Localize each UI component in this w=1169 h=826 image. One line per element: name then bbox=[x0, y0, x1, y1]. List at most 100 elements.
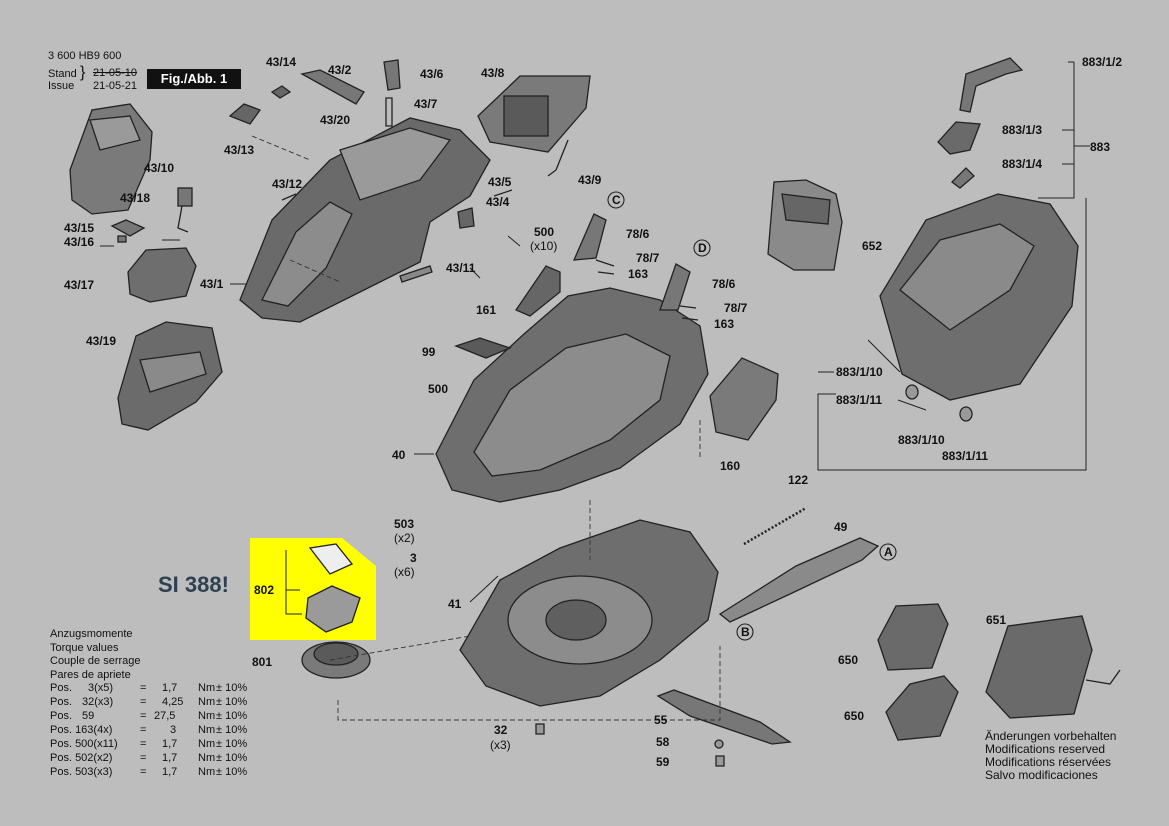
torque-row: Pos. 3(x5) = 1,7 Nm ± 10% bbox=[50, 682, 248, 695]
part-883-1-3-shape bbox=[937, 121, 981, 155]
label-883: 883 bbox=[1090, 140, 1110, 154]
label-43-15: 43/15 bbox=[64, 221, 94, 235]
part-43-9-shape bbox=[547, 139, 569, 177]
part-43-17-shape bbox=[127, 247, 197, 303]
part-802-board-shape bbox=[305, 585, 361, 633]
label-883-1-4: 883/1/4 bbox=[1002, 157, 1042, 171]
torque-heading-de: Anzugsmomente bbox=[50, 628, 133, 640]
label-801: 801 bbox=[252, 655, 272, 669]
label-59: 59 bbox=[656, 755, 670, 769]
label-43-5: 43/5 bbox=[488, 175, 512, 189]
part-43-6-shape bbox=[383, 59, 401, 91]
part-122-shape bbox=[743, 506, 807, 546]
label-652: 652 bbox=[862, 239, 882, 253]
label-41: 41 bbox=[448, 597, 462, 611]
label-650-b: 650 bbox=[844, 709, 864, 723]
label-651: 651 bbox=[986, 613, 1006, 627]
label-43-16: 43/16 bbox=[64, 235, 94, 249]
label-500-a: 500 bbox=[534, 225, 554, 239]
issue-date: 21-05-21 bbox=[93, 80, 138, 92]
part-883-1-2-shape bbox=[959, 57, 1024, 113]
stand-date: 21-05-10 bbox=[93, 67, 138, 79]
part-883-1-11-b-shape bbox=[959, 406, 973, 422]
label-161: 161 bbox=[476, 303, 496, 317]
label-43-12: 43/12 bbox=[272, 177, 302, 191]
label-78-7-b: 78/7 bbox=[724, 301, 748, 315]
part-160-shape bbox=[709, 357, 779, 441]
label-43-18: 43/18 bbox=[120, 191, 150, 205]
label-802: 802 bbox=[254, 583, 274, 597]
label-43-7: 43/7 bbox=[414, 97, 438, 111]
part-43-5-shape bbox=[493, 189, 513, 197]
part-43-2-shape bbox=[300, 69, 365, 105]
label-40: 40 bbox=[392, 448, 406, 462]
torque-values-table: Anzugsmomente Torque values Couple de se… bbox=[50, 628, 248, 780]
marker-a: A bbox=[884, 545, 893, 559]
label-3-qty: (x6) bbox=[394, 565, 415, 579]
part-43-12-shape bbox=[281, 193, 297, 201]
modifications-de: Änderungen vorbehalten bbox=[985, 729, 1117, 743]
part-99-shape bbox=[454, 337, 512, 359]
label-43-9: 43/9 bbox=[578, 173, 602, 187]
torque-row: Pos. 500(x11) = 1,7 Nm ± 10% bbox=[50, 738, 248, 751]
part-49-shape bbox=[718, 537, 880, 623]
label-43-6: 43/6 bbox=[420, 67, 444, 81]
label-43-13: 43/13 bbox=[224, 143, 254, 157]
label-43-1: 43/1 bbox=[200, 277, 224, 291]
part-43-18-shape bbox=[177, 187, 193, 207]
torque-row: Pos. 163(4x) = 3 Nm ± 10% bbox=[50, 724, 248, 737]
figure-badge: Fig./Abb. 1 bbox=[147, 69, 241, 89]
part-43-13-shape bbox=[228, 103, 262, 125]
torque-heading-es: Pares de apriete bbox=[50, 668, 131, 681]
label-43-10: 43/10 bbox=[144, 161, 174, 175]
part-32-shape bbox=[535, 723, 545, 735]
doc-number: 3 600 HB9 600 bbox=[48, 50, 122, 62]
label-55: 55 bbox=[654, 713, 668, 727]
marker-c: C bbox=[612, 193, 621, 207]
label-43-2: 43/2 bbox=[328, 63, 352, 77]
part-883-1-11-a-shape bbox=[905, 384, 919, 400]
label-500-a-qty: (x10) bbox=[530, 239, 557, 253]
label-49: 49 bbox=[834, 520, 848, 534]
service-note: SI 388! bbox=[158, 572, 229, 597]
part-43-7-shape bbox=[385, 97, 393, 127]
brace: } bbox=[80, 64, 86, 81]
label-503: 503 bbox=[394, 517, 414, 531]
part-43-11-shape bbox=[399, 265, 433, 283]
modifications-es: Salvo modificaciones bbox=[985, 768, 1098, 782]
part-650-b-shape bbox=[885, 675, 959, 741]
torque-heading-fr: Couple de serrage bbox=[50, 655, 141, 668]
part-161-shape bbox=[515, 265, 561, 317]
label-883-1-11-a: 883/1/11 bbox=[836, 393, 882, 407]
stand-label: Stand bbox=[48, 68, 77, 80]
label-43-17: 43/17 bbox=[64, 278, 94, 292]
label-3: 3 bbox=[410, 551, 417, 565]
torque-row: Pos. 503(x3) = 1,7 Nm ± 10% bbox=[50, 766, 248, 779]
part-802-cover-shape bbox=[308, 543, 354, 575]
label-43-14: 43/14 bbox=[266, 55, 296, 69]
part-650-a-shape bbox=[877, 603, 949, 671]
label-43-11: 43/11 bbox=[446, 261, 476, 275]
part-55-shape bbox=[656, 689, 792, 745]
label-883-1-11-b: 883/1/11 bbox=[942, 449, 988, 463]
marker-b: B bbox=[741, 625, 750, 639]
label-78-7-a: 78/7 bbox=[636, 251, 660, 265]
label-883-1-10-a: 883/1/10 bbox=[836, 365, 883, 379]
part-58-shape bbox=[714, 739, 724, 749]
part-651-shape bbox=[985, 615, 1093, 719]
part-78-6-d-shape bbox=[659, 263, 691, 311]
label-122: 122 bbox=[788, 473, 808, 487]
modifications-en: Modifications reserved bbox=[985, 742, 1106, 756]
label-650-a: 650 bbox=[838, 653, 858, 667]
issue-label: Issue bbox=[48, 80, 75, 92]
torque-row: Pos. 502(x2) = 1,7 Nm ± 10% bbox=[50, 752, 248, 765]
marker-d: D bbox=[698, 241, 707, 255]
part-59-shape bbox=[715, 755, 725, 767]
label-99: 99 bbox=[422, 345, 436, 359]
label-883-1-10-b: 883/1/10 bbox=[898, 433, 945, 447]
torque-heading-en: Torque values bbox=[50, 641, 119, 654]
label-43-19: 43/19 bbox=[86, 334, 116, 348]
label-163-b: 163 bbox=[714, 317, 734, 331]
